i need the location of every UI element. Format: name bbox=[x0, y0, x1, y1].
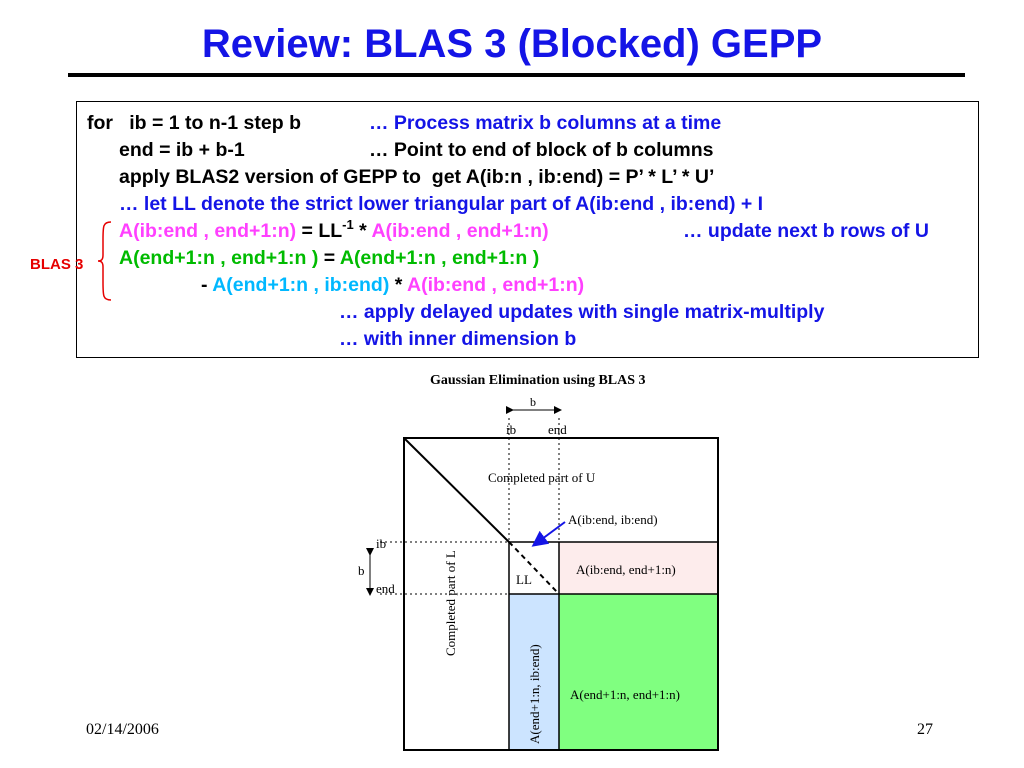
code-term: * bbox=[353, 220, 372, 242]
block-a-trailing bbox=[559, 594, 718, 750]
pseudocode-box: for ib = 1 to n-1 step b … Process matri… bbox=[76, 101, 979, 358]
label-a-diag: A(ib:end, ib:end) bbox=[568, 512, 658, 527]
label-a-trailing: A(end+1:n, end+1:n) bbox=[570, 687, 680, 702]
code-term: = bbox=[318, 247, 340, 269]
diagram-title: Gaussian Elimination using BLAS 3 bbox=[430, 373, 646, 388]
code-comment-process: … Process matrix b columns at a time bbox=[369, 112, 722, 134]
block-a-end1n-ib-end bbox=[509, 594, 559, 750]
code-term: A(end+1:n , ib:end) bbox=[212, 274, 390, 296]
label-a-lower-left: A(end+1:n, ib:end) bbox=[527, 644, 542, 744]
footer-date: 02/14/2006 bbox=[86, 721, 159, 738]
page-number: 27 bbox=[917, 721, 933, 738]
gaussian-elimination-diagram: Gaussian Elimination using BLAS 3 b ib e… bbox=[358, 373, 719, 751]
code-line-minus: - A(end+1:n , ib:end) * A(ib:end , end+1… bbox=[201, 274, 584, 296]
label-ll: LL bbox=[516, 572, 532, 587]
code-line-ll: … let LL denote the strict lower triangu… bbox=[119, 193, 764, 215]
code-term: * bbox=[389, 274, 408, 296]
code-line-blas2: apply BLAS2 version of GEPP to get A(ib:… bbox=[119, 166, 715, 188]
code-term: A(end+1:n , end+1:n ) bbox=[119, 247, 319, 269]
code-term: A(ib:end , end+1:n) bbox=[371, 220, 549, 242]
code-line-end: end = ib + b-1 bbox=[119, 139, 245, 161]
code-line-update-u: A(ib:end , end+1:n) = LL-1 * A(ib:end , … bbox=[119, 217, 549, 244]
label-end-top: end bbox=[548, 422, 567, 437]
label-completed-u: Completed part of U bbox=[488, 470, 596, 485]
code-line-trailing: A(end+1:n , end+1:n ) = A(end+1:n , end+… bbox=[119, 247, 539, 269]
brace-icon bbox=[97, 221, 112, 301]
code-term: - bbox=[201, 274, 213, 296]
arrow-a-diag bbox=[531, 521, 566, 547]
code-comment-inner: … with inner dimension b bbox=[339, 328, 577, 350]
code-comment-end: … Point to end of block of b columns bbox=[369, 139, 714, 161]
block-a-ib-end-end1n bbox=[559, 542, 718, 594]
label-b-top: b bbox=[530, 395, 536, 409]
slide-title: Review: BLAS 3 (Blocked) GEPP bbox=[201, 22, 823, 66]
label-a-right-block: A(ib:end, end+1:n) bbox=[576, 562, 676, 577]
code-comment-update: … update next b rows of U bbox=[683, 220, 929, 242]
label-ib-top: ib bbox=[506, 422, 516, 437]
code-term: A(end+1:n , end+1:n ) bbox=[339, 247, 540, 269]
code-term: A(ib:end , end+1:n) bbox=[407, 274, 585, 296]
diagonal-dashed bbox=[508, 541, 560, 595]
code-term: = LL bbox=[296, 220, 343, 242]
code-line-for: for ib = 1 to n-1 step b bbox=[87, 112, 301, 134]
title-underline bbox=[68, 73, 965, 77]
code-comment-delayed: … apply delayed updates with single matr… bbox=[339, 301, 825, 323]
label-end-left: end bbox=[376, 581, 395, 596]
label-ib-left: ib bbox=[376, 536, 386, 551]
code-term: A(ib:end , end+1:n) bbox=[119, 220, 297, 242]
diagonal-solid bbox=[403, 437, 510, 543]
label-completed-l: Completed part of L bbox=[443, 550, 458, 656]
label-b-left: b bbox=[358, 563, 365, 578]
code-superscript: -1 bbox=[342, 217, 354, 232]
blas3-label: BLAS 3 bbox=[30, 256, 84, 273]
